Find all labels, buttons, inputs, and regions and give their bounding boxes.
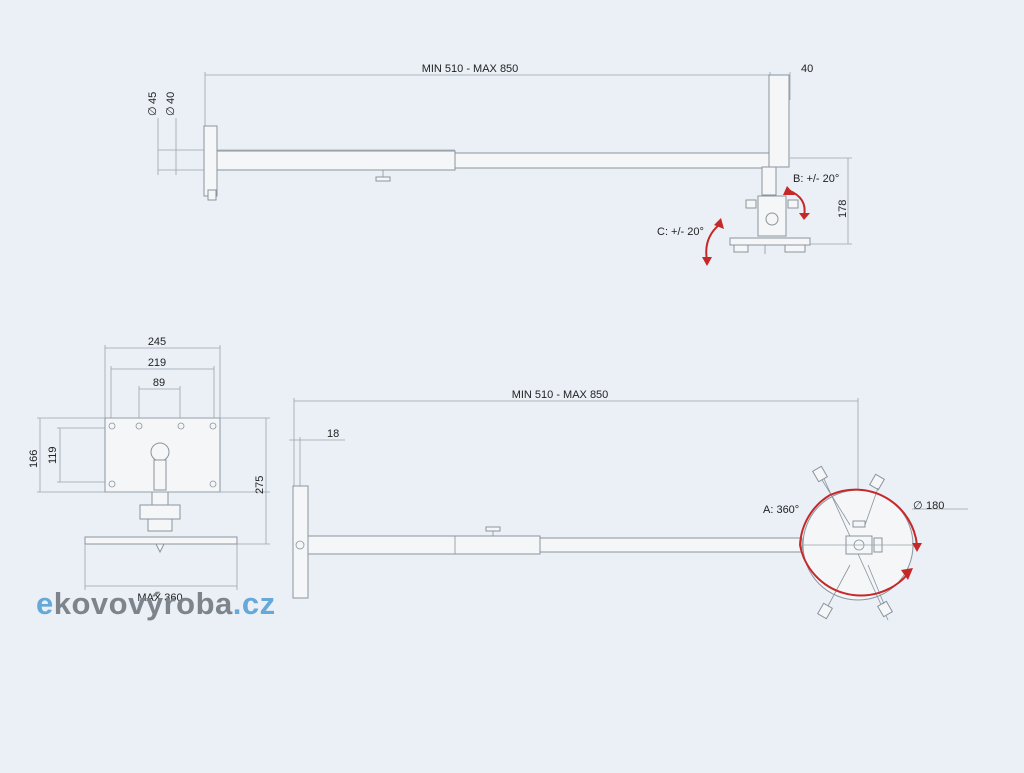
side-view: MIN 510 - MAX 850 40 ∅ 45 ∅ 40: [147, 63, 852, 266]
dia45-label: 45: [147, 92, 159, 104]
front-view: 245 219 89 166 119: [28, 336, 270, 604]
side-length-label: MIN 510 - MAX 850: [422, 63, 519, 75]
dim166-label: 166: [28, 450, 40, 468]
dim275-label: 275: [254, 476, 266, 494]
dia40-label: 40: [165, 92, 177, 104]
dim119-label: 119: [47, 446, 59, 464]
logo-e: e: [36, 586, 54, 621]
dim245-label: 245: [148, 336, 166, 348]
dia-symbol-40: ∅: [165, 106, 177, 116]
dim89-label: 89: [153, 377, 165, 389]
logo-main: kovovýroba: [53, 586, 233, 621]
max360-label: MAX 360: [137, 592, 182, 604]
dia-symbol-180: ∅: [913, 500, 923, 512]
dia-symbol-45: ∅: [147, 106, 159, 116]
dim219-label: 219: [148, 357, 166, 369]
logo-tld: .cz: [232, 586, 276, 621]
dia180-label: 180: [926, 500, 944, 512]
bottom-length-label: MIN 510 - MAX 850: [512, 389, 609, 401]
height178-label: 178: [837, 200, 849, 218]
rotation-b-label: B: +/- 20°: [793, 173, 839, 185]
top-view: MIN 510 - MAX 850 18 ∅ 180: [289, 389, 968, 621]
brand-logo: ekovovýroba.cz: [36, 586, 276, 622]
rotation-c-label: C: +/- 20°: [657, 226, 704, 238]
dim18-label: 18: [327, 428, 339, 440]
side-top-gap-label: 40: [801, 63, 813, 75]
rotation-a-label: A: 360°: [763, 504, 799, 516]
